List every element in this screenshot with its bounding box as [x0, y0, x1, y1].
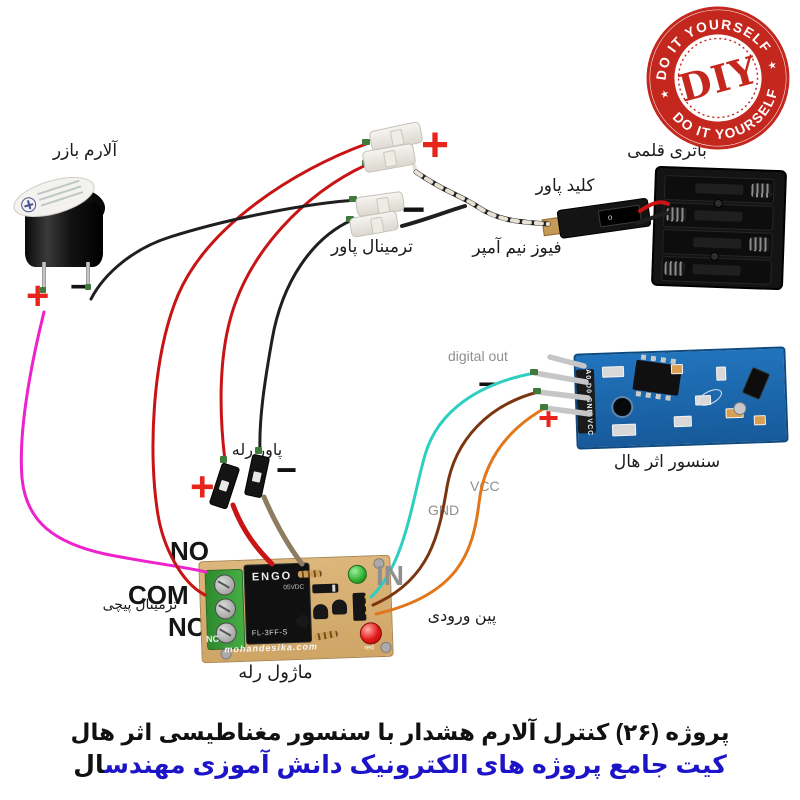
relay-model-text: FL-3FF-S	[251, 627, 289, 638]
power-terminal-label: ترمینال پاور	[330, 237, 414, 256]
terminal-plus-sign: +	[421, 119, 450, 172]
power-terminal-negative-b	[348, 209, 400, 239]
buzzer-pin-negative	[86, 262, 90, 286]
buzzer-plus-sign: +	[26, 274, 50, 318]
wire-buzzer-plus-to-no	[19, 310, 208, 574]
smd-component	[753, 415, 766, 426]
no-label: NO	[170, 536, 209, 566]
red-led-silkscreen: red	[364, 644, 374, 652]
jumper-minus-sign: −	[276, 449, 298, 490]
hall-element	[741, 366, 771, 400]
sensor-silk-oval	[695, 385, 725, 410]
power-terminal-positive-b	[361, 142, 417, 174]
transistor	[312, 603, 329, 620]
stamp-star-left-icon: ★	[659, 88, 671, 101]
buzzer-pin-positive	[42, 262, 46, 288]
speaker-plus-icon	[19, 195, 38, 215]
site-silkscreen: mohandesika.com	[224, 641, 319, 655]
mounting-hole	[380, 641, 392, 654]
caption-line2-blue: کیت جامع پروژه های الکترونیک دانش آموزی …	[104, 751, 727, 779]
sticker-text-lines	[37, 179, 85, 211]
input-pin-label: پین ورودی	[427, 608, 497, 625]
stamp-band	[650, 10, 786, 146]
buzzer-minus-sign: −	[70, 268, 90, 306]
input-pin-header	[352, 592, 367, 622]
green-led	[347, 564, 368, 585]
screw-no	[213, 574, 236, 596]
digital-out-label: digital out	[448, 348, 508, 364]
jumper-positive-tail	[230, 502, 275, 567]
wire-positive-to-jumper	[219, 163, 368, 463]
vcc-wire-label: VCC	[470, 478, 500, 494]
caption-line1: پروژه (۲۶) کنترل آلارم هشدار با سنسور مغ…	[70, 719, 730, 745]
hall-sensor-label: سنسور اثر هال	[613, 452, 721, 471]
battery-label: باتری قلمی	[627, 141, 707, 160]
terminal-minus-sign: −	[402, 188, 426, 232]
red-led	[359, 622, 383, 645]
battery-holder	[650, 165, 788, 291]
jumper-negative-tail	[261, 494, 305, 567]
fuse-switch-unit: o	[540, 196, 652, 242]
wire-positive-to-com	[151, 142, 368, 597]
smd-component	[611, 423, 637, 437]
caption-line2: کیت جامع پروژه های الکترونیک دانش آموزی …	[0, 750, 800, 780]
smd-component	[715, 366, 727, 381]
relay-module-board: NC ENGO 05VDC FL-3FF-S red mohandesika.c…	[198, 554, 394, 664]
nc-silkscreen: NC	[205, 633, 220, 645]
stamp-star-right-icon: ★	[767, 60, 779, 73]
caption-line2-black: ال	[73, 751, 105, 779]
resistor	[297, 570, 322, 578]
rocker-switch: o	[597, 204, 642, 228]
hall-solder-pad	[733, 401, 747, 416]
smd-component	[673, 415, 693, 428]
fuse-label: فیوز نیم آمپر	[472, 238, 562, 257]
gnd-wire-label: GND	[428, 502, 460, 518]
smd-component	[670, 363, 684, 375]
screw-terminal-label: ترمینال پیچی	[102, 596, 178, 612]
relay-brand-text: ENGO	[251, 570, 293, 584]
jumper-connector-negative	[243, 453, 271, 499]
switch-body: o	[556, 197, 652, 240]
resistor	[313, 629, 339, 642]
stamp-dotted-ring	[677, 37, 759, 119]
screw-com	[214, 598, 237, 620]
transistor	[331, 599, 348, 615]
diy-stamp: DO IT YOURSELF DO IT YOURSELF ★ ★ DIY	[642, 3, 790, 154]
sensor-plus-sign: +	[538, 397, 560, 438]
crimp-tips	[40, 139, 548, 463]
relay-voltage-text: 05VDC	[283, 583, 305, 592]
power-switch-label: کلید پاور	[535, 176, 595, 195]
rocker-mark: o	[607, 212, 613, 223]
hall-sensor-board: A0 D0 GND VCC	[573, 346, 789, 450]
relay-module-label: ماژول رله	[238, 662, 313, 682]
sensor-mounting-hole	[610, 395, 634, 419]
buzzer-label: آلارم بازر	[52, 141, 118, 160]
diode	[312, 583, 339, 594]
smd-component	[601, 365, 625, 378]
in-label: IN	[376, 560, 404, 591]
sensor-minus-sign: −	[478, 366, 497, 402]
